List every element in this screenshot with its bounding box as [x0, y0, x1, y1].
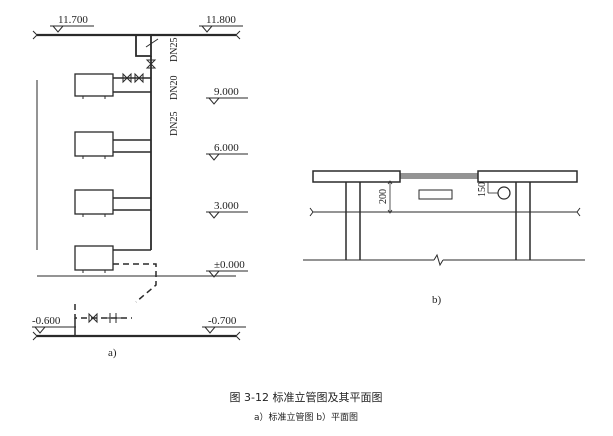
elevation-label: 3.000 [214, 200, 239, 212]
elevation-marker-top-left: 11.700 [50, 14, 94, 33]
elevation-label: 9.000 [214, 86, 239, 98]
elevation-label: 11.800 [206, 14, 236, 26]
floor-level-9000: 9.000 [206, 86, 248, 105]
dimension-label: 150 [477, 182, 488, 197]
gate-valve-icon [145, 59, 157, 69]
pipe-size-label: DN25 [169, 112, 180, 136]
pipe-size-label: DN25 [169, 38, 180, 62]
floor-level-ground: ±0.000 [206, 259, 248, 278]
radiator-unit [74, 131, 151, 159]
check-valve-icon [105, 313, 121, 323]
riser-diagram: 11.700 11.800 DN25 DN20 DN25 [32, 14, 248, 359]
elevation-marker-bottom-right: -0.700 [202, 315, 246, 334]
return-pipe-dashed [113, 263, 157, 303]
pipe-size-label: DN20 [169, 76, 180, 100]
elevation-label: 11.700 [58, 14, 88, 26]
floor-level-3000: 3.000 [206, 200, 248, 219]
floor-level-6000: 6.000 [206, 142, 248, 161]
dimension-label: 200 [378, 189, 389, 204]
riser-drop [135, 35, 152, 57]
plan-view: 200 150 b) [303, 170, 585, 306]
elevation-label: 6.000 [214, 142, 239, 154]
figure-subcaption: a）标准立管图 b）平面图 [254, 411, 358, 423]
elevation-label: -0.700 [208, 315, 237, 327]
subfigure-label-a: a) [108, 347, 117, 359]
riser-pipe-plan [497, 186, 511, 200]
valve-icon [122, 72, 132, 84]
radiator-unit [74, 235, 152, 273]
figure-caption: 图 3-12 标准立管图及其平面图 [230, 390, 383, 404]
radiator-unit [74, 189, 151, 217]
elevation-label: ±0.000 [214, 259, 245, 271]
subfigure-label-b: b) [432, 294, 442, 306]
radiator-unit [74, 72, 151, 99]
elevation-marker-top-right: 11.800 [199, 14, 243, 33]
elevation-marker-bottom-left: -0.600 [32, 315, 76, 334]
valve-icon [134, 72, 144, 84]
valve-icon [88, 312, 98, 324]
radiator-plan [418, 189, 453, 200]
elevation-label: -0.600 [32, 315, 61, 327]
